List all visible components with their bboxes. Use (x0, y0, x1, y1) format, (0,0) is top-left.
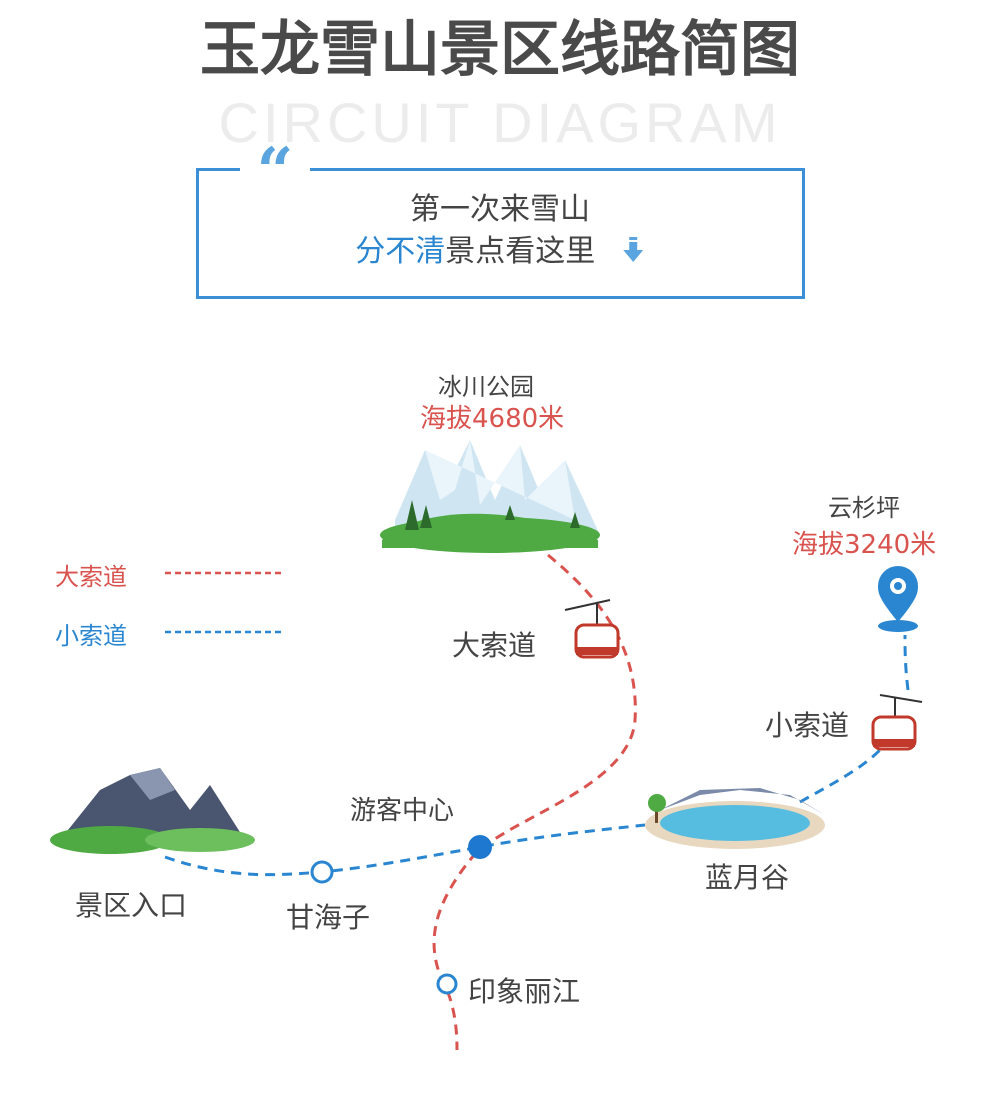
arrow-down-icon (622, 237, 643, 262)
small-cableway-label: 小索道 (765, 709, 850, 742)
intro-rest: 景点看这里 (445, 234, 596, 269)
ganhaizi-label: 甘海子 (286, 901, 371, 934)
page-title: 玉龙雪山景区线路简图 (200, 15, 800, 85)
intro-line-1: 第一次来雪山 (410, 192, 590, 227)
intro-line-2: 分不清景点看这里 (355, 234, 645, 270)
impression-station (436, 973, 458, 995)
glacier-park-altitude: 海拔4680米 (420, 404, 565, 434)
impression-lijiang-label: 印象丽江 (468, 975, 581, 1008)
big-cableway-gondola-icon (564, 599, 620, 659)
spruce-meadow-label: 云杉坪 (828, 494, 900, 522)
entrance-mountain-icon (50, 768, 255, 854)
ganhaizi-station (310, 860, 334, 884)
entrance-label: 景区入口 (75, 889, 188, 922)
intro-highlight: 分不清 (355, 234, 446, 269)
legend-big-cableway: 大索道 (55, 563, 127, 591)
small-cableway-route (799, 634, 910, 804)
intro-box (196, 168, 805, 299)
small-cableway-gondola-icon (871, 694, 923, 751)
glacier-mountain-icon (380, 440, 600, 553)
watermark: CIRCUIT DIAGRAM (218, 91, 782, 154)
glacier-park-label: 冰川公园 (438, 373, 534, 401)
spruce-meadow-altitude: 海拔3240米 (792, 530, 937, 560)
blue-moon-valley-label: 蓝月谷 (705, 861, 790, 894)
visitor-center-dot (468, 835, 492, 859)
blue-moon-lake-icon (645, 788, 825, 849)
big-cableway-label: 大索道 (452, 629, 537, 662)
small-route-main (164, 823, 646, 877)
visitor-center-label: 游客中心 (350, 796, 455, 826)
location-pin-icon (878, 566, 918, 632)
legend-small-cableway: 小索道 (55, 622, 127, 650)
